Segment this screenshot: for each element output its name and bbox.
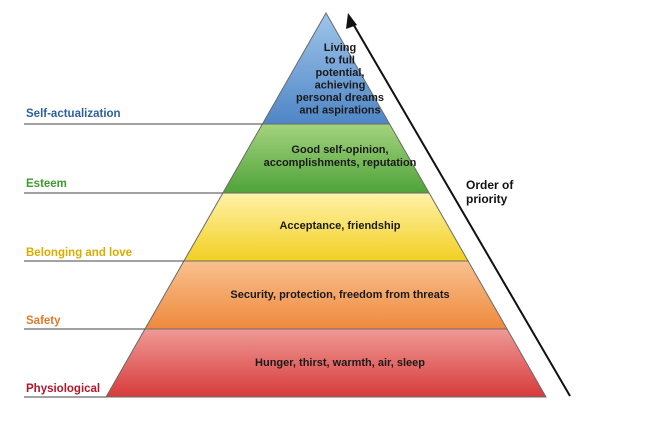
level-description-line: to full: [325, 55, 355, 67]
pyramid-band-physiological: [105, 328, 547, 398]
level-description-line: and aspirations: [299, 105, 380, 117]
level-label-physiological: Physiological: [26, 383, 100, 395]
level-description-belonging-and-love: Acceptance, friendship: [279, 220, 400, 232]
priority-arrow-head: [346, 13, 357, 29]
level-description-line: potential,: [316, 67, 365, 79]
level-description-line: accomplishments, reputation: [264, 157, 417, 169]
level-label-self-actualization: Self-actualization: [26, 108, 121, 120]
level-label-safety: Safety: [26, 315, 61, 327]
level-description-line: personal dreams: [296, 92, 384, 104]
level-description-line: Acceptance, friendship: [279, 220, 400, 232]
level-description-safety: Security, protection, freedom from threa…: [230, 289, 449, 301]
priority-label-line-2: priority: [466, 192, 508, 206]
priority-label: Order of priority: [466, 178, 517, 206]
level-label-esteem: Esteem: [26, 178, 67, 190]
level-description-physiological: Hunger, thirst, warmth, air, sleep: [255, 357, 425, 369]
level-description-line: Security, protection, freedom from threa…: [230, 289, 449, 301]
level-description-esteem: Good self-opinion,accomplishments, reput…: [264, 144, 417, 169]
level-description-line: Good self-opinion,: [291, 144, 388, 156]
level-description-line: Hunger, thirst, warmth, air, sleep: [255, 357, 425, 369]
priority-label-line-1: Order of: [466, 178, 514, 192]
level-label-belonging-and-love: Belonging and love: [26, 247, 132, 259]
level-description-line: achieving: [315, 80, 366, 92]
priority-arrow: [346, 13, 571, 397]
level-description-line: Living: [324, 42, 356, 54]
priority-arrow-shaft: [351, 21, 571, 397]
